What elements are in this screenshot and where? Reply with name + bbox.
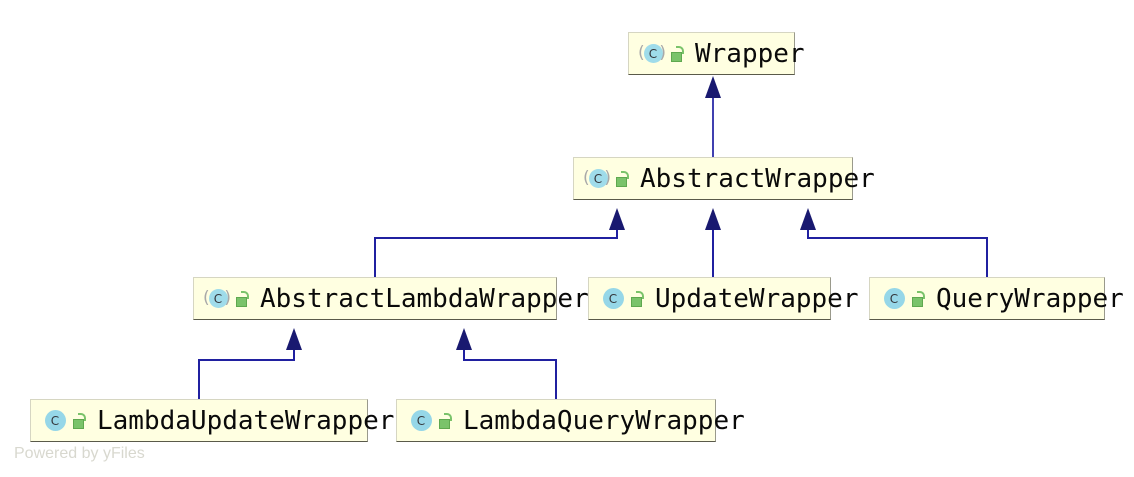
node-icons: C <box>41 409 88 433</box>
abstract-class-icon: ( C ) <box>638 42 666 66</box>
abstract-paren-left: ( <box>203 287 210 308</box>
yfiles-watermark: Powered by yFiles <box>14 445 145 462</box>
arrowhead-abstractwrapper-mid <box>705 208 721 230</box>
class-node-label: QueryWrapper <box>936 283 1124 314</box>
edge-lambdaupdatewrapper-to-abstractlambdawrapper <box>198 348 295 399</box>
class-node-label: Wrapper <box>695 38 805 69</box>
node-icons: ( C ) <box>203 287 251 311</box>
class-node-wrapper[interactable]: ( C ) Wrapper <box>628 32 805 75</box>
padlock-shackle <box>444 412 452 421</box>
class-icon-letter: C <box>213 291 223 306</box>
class-icon: C <box>407 409 433 433</box>
edge-abstractlambdawrapper-to-abstractwrapper <box>374 228 618 277</box>
unlocked-padlock-icon <box>909 289 927 309</box>
class-icon-disc <box>884 287 905 309</box>
padlock-shackle <box>917 290 925 299</box>
class-node-query-wrapper[interactable]: C QueryWrapper <box>869 277 1124 320</box>
class-icon: C <box>880 287 906 311</box>
abstract-class-icon: ( C ) <box>583 167 611 191</box>
node-icons: ( C ) <box>583 167 631 191</box>
abstract-paren-right: ) <box>224 287 231 308</box>
unlocked-padlock-icon <box>613 169 631 189</box>
node-icons: C <box>407 409 454 433</box>
edge-querywrapper-to-abstractwrapper <box>807 228 988 277</box>
padlock-body <box>236 296 247 307</box>
arrowhead-abstractlambdawrapper-right <box>456 328 472 350</box>
unlocked-padlock-icon <box>668 44 686 64</box>
class-node-update-wrapper[interactable]: C UpdateWrapper <box>588 277 859 320</box>
arrowhead-wrapper <box>705 76 721 98</box>
class-icon-letter: C <box>416 413 426 428</box>
class-icon-disc <box>209 288 228 308</box>
class-icon: C <box>41 409 67 433</box>
node-icons: ( C ) <box>638 42 686 66</box>
abstract-class-icon: ( C ) <box>203 287 231 311</box>
abstract-paren-left: ( <box>583 167 590 188</box>
arrowhead-abstractwrapper-right <box>800 208 816 230</box>
padlock-body <box>631 296 642 307</box>
node-icons: C <box>880 287 927 311</box>
class-node-label: LambdaUpdateWrapper <box>97 405 395 436</box>
arrowhead-abstractlambdawrapper-left <box>286 328 302 350</box>
class-node-abstract-lambda-wrapper[interactable]: ( C ) AbstractLambdaWrapper <box>193 277 589 320</box>
class-node-label: UpdateWrapper <box>655 283 859 314</box>
class-icon-disc <box>603 287 624 309</box>
node-icons: C <box>599 287 646 311</box>
padlock-body <box>912 296 923 307</box>
class-node-abstract-wrapper[interactable]: ( C ) AbstractWrapper <box>573 157 875 200</box>
class-icon-disc <box>45 409 66 431</box>
class-node-label: AbstractWrapper <box>640 163 875 194</box>
class-node-lambda-query-wrapper[interactable]: C LambdaQueryWrapper <box>396 399 745 442</box>
padlock-shackle <box>636 290 644 299</box>
unlocked-padlock-icon <box>70 411 88 431</box>
padlock-body <box>671 51 682 62</box>
padlock-body <box>616 176 627 187</box>
class-icon-letter: C <box>889 291 899 306</box>
unlocked-padlock-icon <box>628 289 646 309</box>
class-icon-letter: C <box>648 46 658 61</box>
class-icon-disc <box>589 168 608 188</box>
padlock-shackle <box>676 45 684 54</box>
class-node-label: AbstractLambdaWrapper <box>260 283 589 314</box>
arrowhead-abstractwrapper-left <box>609 208 625 230</box>
class-node-label: LambdaQueryWrapper <box>463 405 745 436</box>
abstract-paren-right: ) <box>659 42 666 63</box>
padlock-shackle <box>241 290 249 299</box>
class-icon: C <box>599 287 625 311</box>
padlock-shackle <box>621 170 629 179</box>
unlocked-padlock-icon <box>233 289 251 309</box>
class-icon-letter: C <box>593 171 603 186</box>
edge-lambdaquerywrapper-to-abstractlambdawrapper <box>463 348 557 399</box>
padlock-shackle <box>78 412 86 421</box>
class-node-lambda-update-wrapper[interactable]: C LambdaUpdateWrapper <box>30 399 394 442</box>
class-icon-disc <box>411 409 432 431</box>
abstract-paren-right: ) <box>604 167 611 188</box>
padlock-body <box>73 418 84 429</box>
unlocked-padlock-icon <box>436 411 454 431</box>
abstract-paren-left: ( <box>638 42 645 63</box>
class-icon-disc <box>644 43 663 63</box>
class-icon-letter: C <box>50 413 60 428</box>
padlock-body <box>439 418 450 429</box>
class-icon-letter: C <box>608 291 618 306</box>
